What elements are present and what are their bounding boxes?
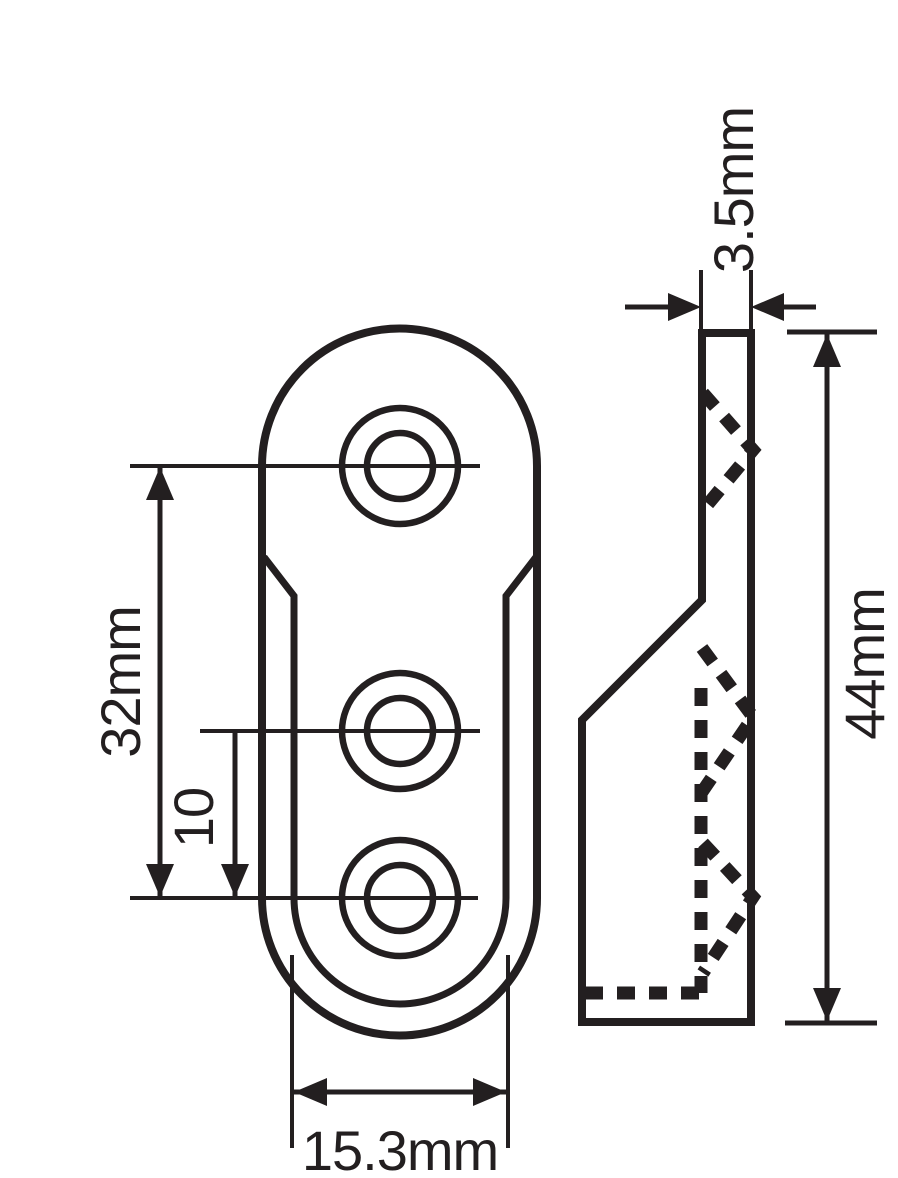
arrow-down-icon: [146, 864, 174, 897]
hidden-serration-upper: [698, 388, 762, 515]
dimension-height-label: 44mm: [833, 588, 896, 740]
dimension-height: 44mm: [785, 329, 896, 1026]
front-view-outline: [258, 324, 541, 1040]
dimension-width-label: 15.3mm: [302, 1119, 498, 1178]
dimension-hole-span: 32mm: [89, 467, 174, 897]
dimension-hole-span-label: 32mm: [89, 606, 152, 758]
hidden-serration-lower: [697, 838, 762, 977]
arrow-left-icon: [294, 1078, 327, 1106]
hidden-serration-middle: [696, 644, 761, 796]
arrow-up-icon: [146, 467, 174, 500]
front-view-inner-contour: [261, 554, 539, 1008]
dimension-width: 15.3mm: [290, 955, 510, 1178]
arrow-down-icon: [813, 988, 841, 1021]
arrow-left-icon: [751, 293, 784, 321]
dimension-thickness-label: 3.5mm: [702, 107, 765, 273]
side-view: [578, 329, 762, 1026]
arrow-right-icon: [668, 293, 701, 321]
dimension-hole-pitch: 10: [162, 731, 249, 897]
front-view: [130, 324, 541, 1040]
arrow-right-icon: [473, 1078, 506, 1106]
arrow-down-icon: [221, 864, 249, 897]
arrow-up-icon: [813, 334, 841, 367]
dimension-thickness: 3.5mm: [625, 107, 816, 333]
dimension-hole-pitch-label: 10: [162, 788, 225, 848]
